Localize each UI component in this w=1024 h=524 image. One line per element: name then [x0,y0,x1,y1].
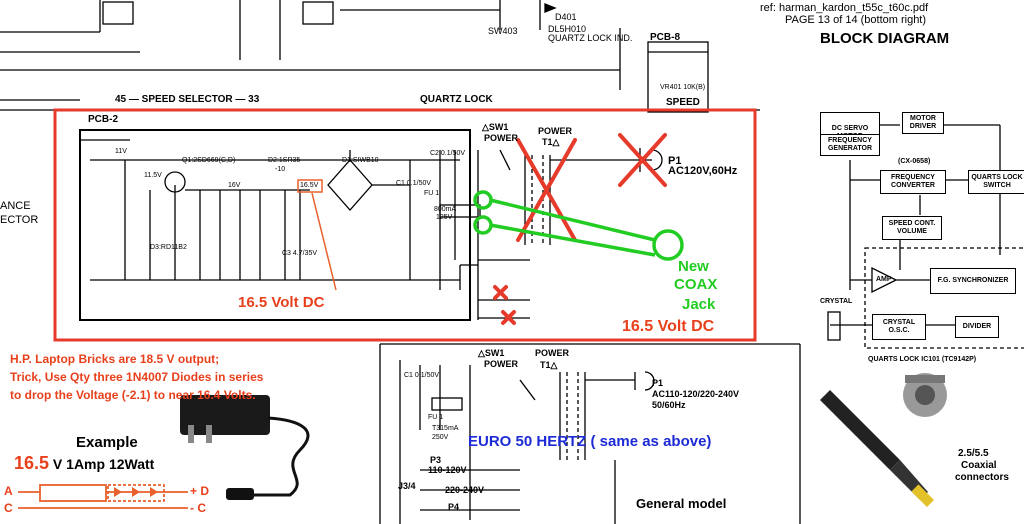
fg-synchronizer-box: F.G. SYNCHRONIZER [930,268,1016,294]
p1-label: P1 [668,155,682,167]
dl5h010-label: DL5H010 [548,24,587,34]
euro-c1-label: C1 0.1/50V [404,372,440,379]
coax-connector-image [820,373,947,508]
frequency-converter-box: FREQUENCY CONVERTER [880,170,946,194]
laptop-note-line-3: to drop the Voltage (-2.1) to near 16.4 … [10,388,256,402]
q1-label: Q1:2SD669(C,D) [182,157,236,164]
c3-label: C3 4.7/35V [282,250,318,257]
crystal-label: CRYSTAL [820,298,853,305]
node-a-label: A [4,484,13,498]
volt-dc-right-label: 16.5 Volt DC [622,318,715,335]
d3-label: D3:RD11B2 [150,244,187,251]
euro-p1-label: P1 [652,378,664,388]
caption-line-3: connectors [955,472,1009,483]
sw1-label: △SW1 [482,122,509,132]
euro-p3-label: P3 [430,455,442,465]
euro-fu1-rating: T315mA [432,425,459,432]
block-diagram-title: BLOCK DIAGRAM [820,30,950,47]
node-plus-d-label: + D [190,484,210,498]
quartz-lock-label: QUARTZ LOCK [420,94,493,105]
divider-box: DIVIDER [955,316,999,338]
crystal-osc-box: CRYSTAL O.S.C. [872,314,926,340]
euro-sw1-label: △SW1 [478,348,505,358]
v16-label: 16V [228,182,241,189]
euro-fu1-voltage: 250V [432,434,449,441]
example-spec-rest: V 1Amp 12Watt [49,456,155,472]
euro-t1-power-label: POWER [535,348,570,358]
speed-volume-box: SPEED CONT. VOLUME [882,216,942,240]
t1-label: T1△ [542,137,560,147]
power-brick-image [180,395,310,500]
node-minus-c-label: - C [190,501,206,515]
v11-label: 11V [115,148,127,155]
quartz-lock-ind-label: QUARTZ LOCK IND. [548,33,633,43]
euro-note: EURO 50 HERTZ ( same as above) [468,433,712,450]
fu1-voltage-label: 125V [436,214,453,221]
euro-fu1-label: FU 1 [428,414,444,421]
euro-ac-label: AC110-120/220-240V [652,389,740,399]
fu1-rating-label: 800mA [434,206,457,213]
cx-label: (CX-0658) [898,158,931,165]
d401-label: D401 [555,12,577,22]
d2-label: D2:1SR35 [268,157,301,164]
euro-220-label: 220-240V [445,485,485,495]
c2-label: C2 0.1/50V [430,150,466,157]
volt-dc-left-label: 16.5 Volt DC [238,294,325,311]
motor-driver-box: MOTOR DRIVER [902,112,944,134]
example-spec: 16.5 V 1Amp 12Watt [14,453,154,474]
speed-selector-label: 45 — SPEED SELECTOR — 33 [115,94,260,105]
vr401-label: VR401 10K(B) [660,84,706,91]
ac-input-label: AC120V,60Hz [668,165,738,177]
euro-j34-label: J3/4 [398,481,416,491]
fu1-label: FU 1 [424,190,440,197]
new-coax-line-2: COAX [674,276,718,293]
example-spec-voltage: 16.5 [14,453,50,473]
pcb8-label: PCB-8 [650,32,681,43]
c1-label: C1 0.1/50V [396,180,432,187]
v165-label: 16.5V [300,182,319,189]
caption-line-2: Coaxial [961,460,997,471]
t1-power-label: POWER [538,126,573,136]
v115-label: 11.5V [144,172,162,179]
sw403-label: SW403 [488,26,518,36]
caption-line-1: 2.5/5.5 [958,448,989,459]
speed-label: SPEED [666,97,700,108]
quarts-lock-switch-box: QUARTS LOCK SWITCH [968,170,1024,194]
euro-t1-label: T1△ [540,360,558,370]
page-line: PAGE 13 of 14 (bottom right) [785,14,927,26]
euro-p3-voltage: 110-120V [428,465,467,475]
sw1-power-label: POWER [484,133,519,143]
euro-p4-label: P4 [448,502,460,512]
node-c-label: C [4,501,13,515]
example-label: Example [76,434,138,451]
reference-line: ref: harman_kardon_t55c_t60c.pdf [760,2,929,14]
laptop-note-line-2: Trick, Use Qty three 1N4007 Diodes in se… [10,370,264,384]
euro-hz-label: 50/60Hz [652,400,686,410]
frequency-generator-box: FREQUENCY GENERATOR [820,134,880,156]
amp-label: AMP [876,276,892,283]
laptop-note-line-1: H.P. Laptop Bricks are 18.5 V output; [10,352,220,366]
quarts-ic-label: QUARTS LOCK IC101 (TC9142P) [868,356,977,363]
d2-suffix-label: -10 [275,166,286,173]
pcb2-label: PCB-2 [88,114,119,125]
left-edge-label-1: ANCE [0,200,31,212]
general-model-label: General model [636,496,727,511]
new-coax-line-1: New [678,258,709,275]
euro-sw1-power-label: POWER [484,359,519,369]
new-coax-line-3: Jack [682,296,716,313]
d1-label: D1:SIWB10 [342,157,379,164]
left-edge-label-2: ECTOR [0,214,39,226]
